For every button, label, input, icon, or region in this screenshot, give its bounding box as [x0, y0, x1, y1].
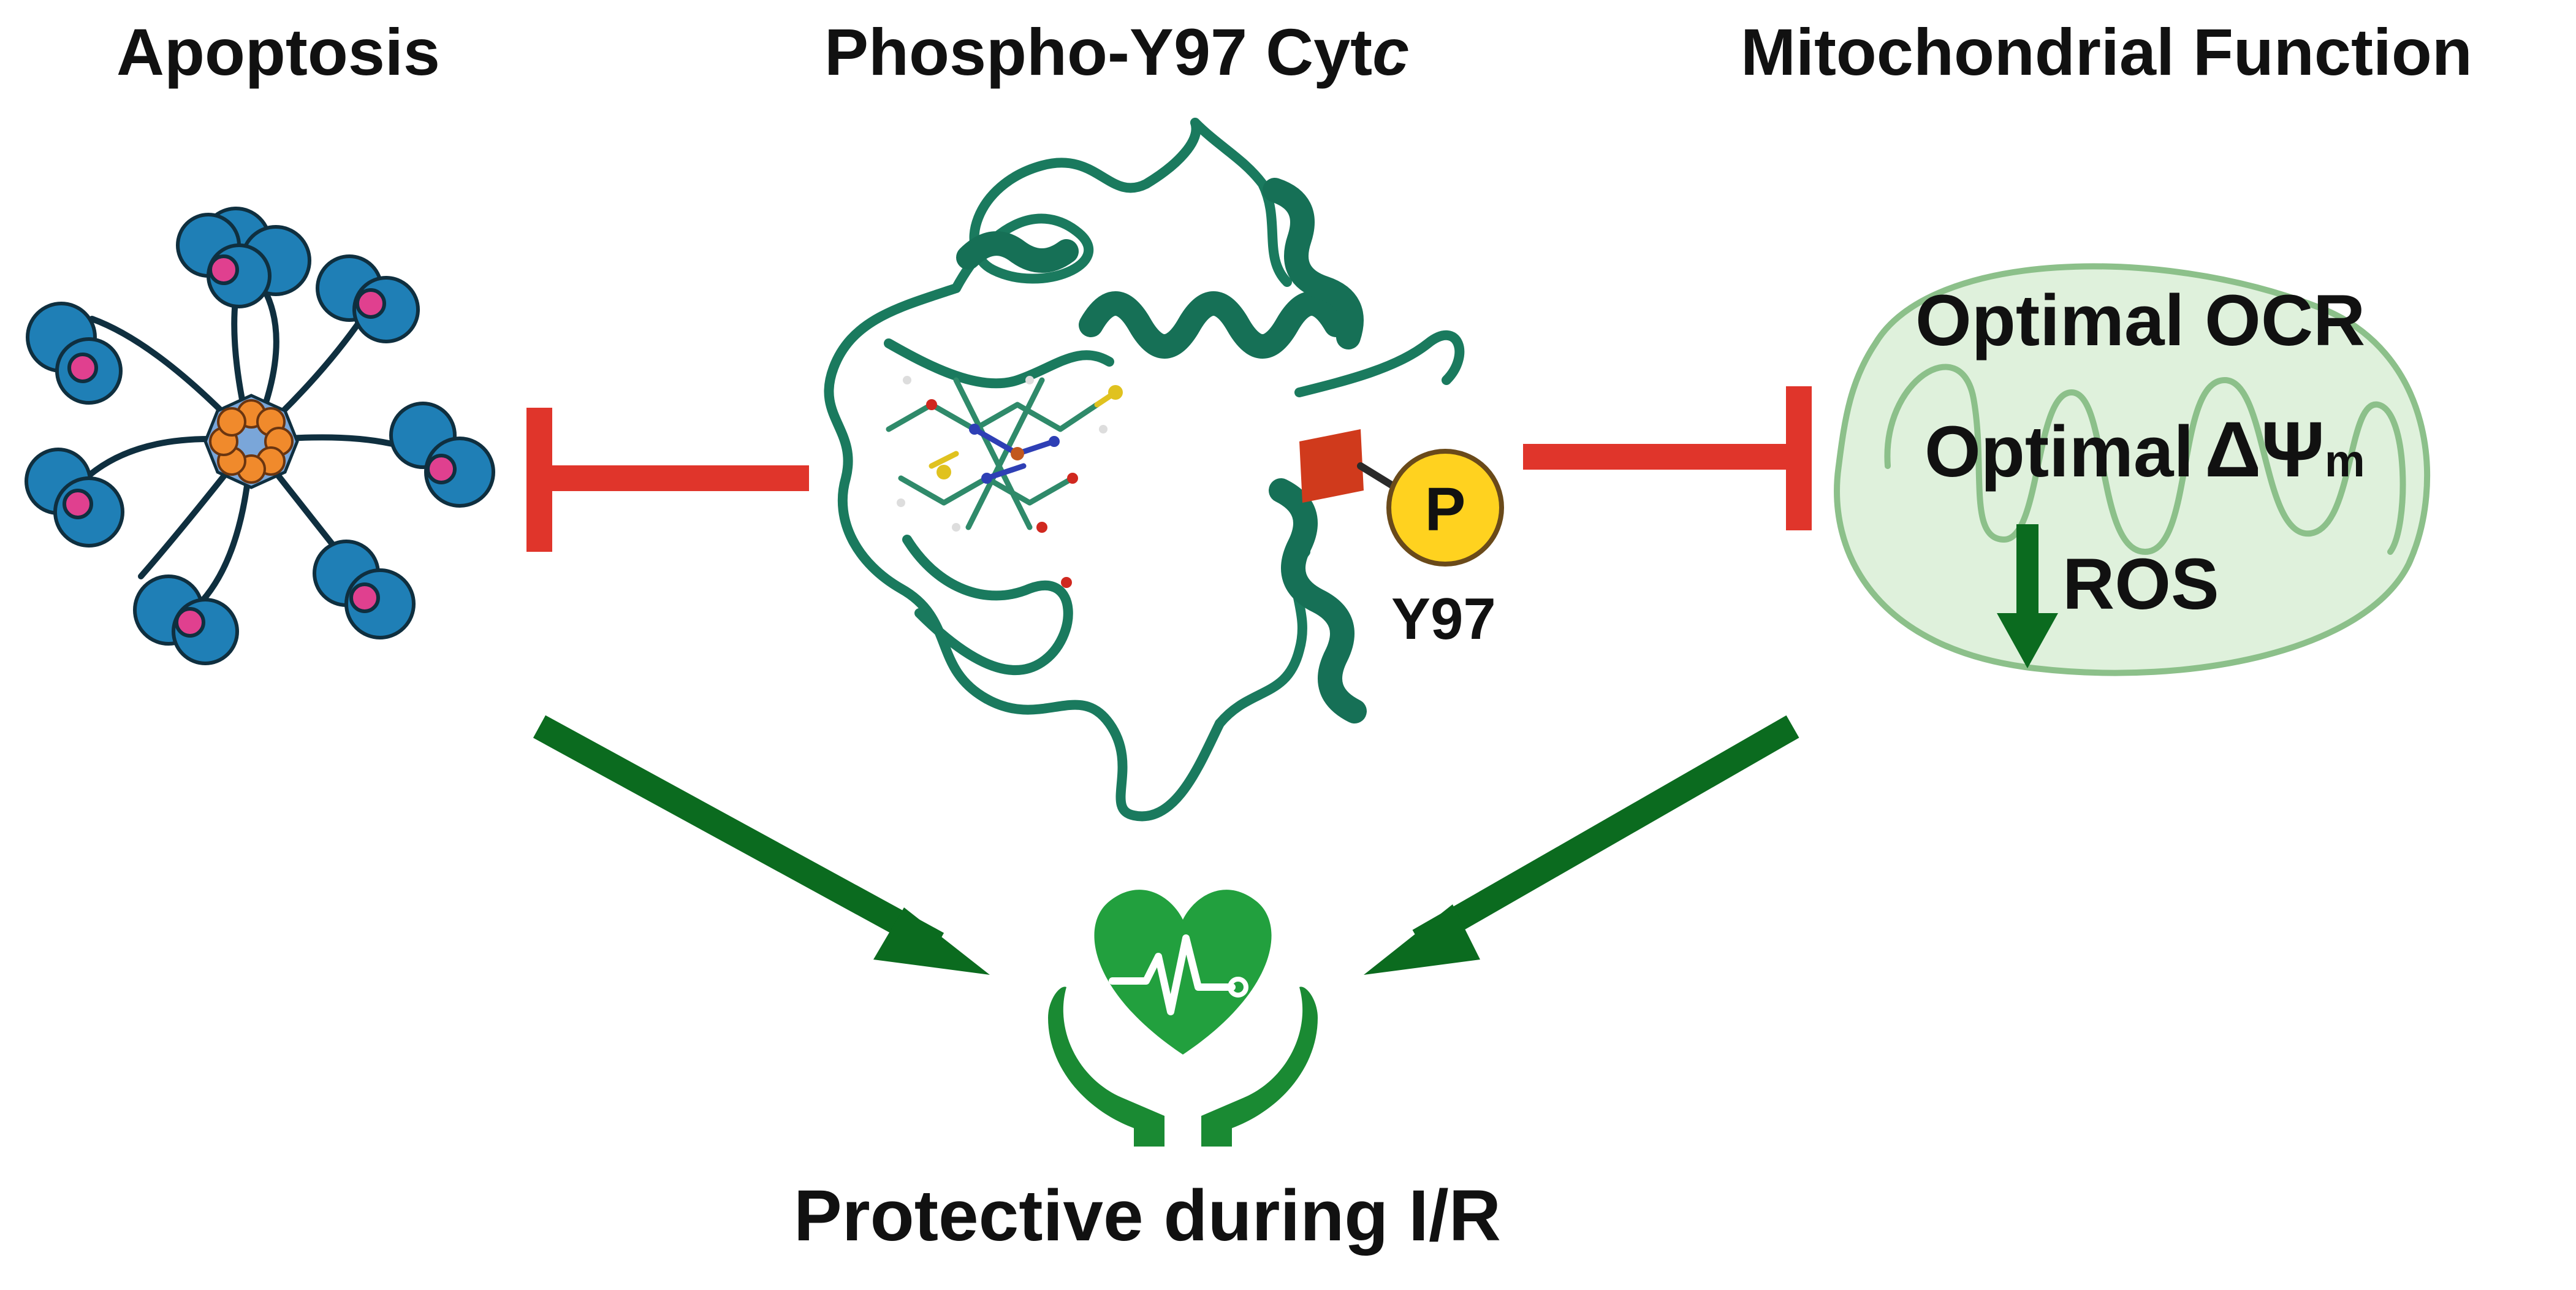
protective-outcome-label: Protective during I/R — [794, 1175, 1501, 1256]
heme-cluster — [886, 377, 1119, 530]
apaf-arm-4 — [26, 302, 123, 405]
mito-function-title: Mitochondrial Function — [1741, 15, 2472, 89]
ros-label: ROS — [2062, 544, 2219, 625]
phospho-cytc-title: Phospho-Y97 Cytc — [824, 13, 1409, 90]
cytochrome-c-structure-icon — [824, 118, 1465, 822]
mitochondrion-icon — [1834, 263, 2430, 676]
apaf-arm-8 — [133, 574, 239, 665]
apoptosis-to-protection-arrow — [533, 715, 990, 975]
dpsi-symbol: ΔΨ — [2205, 406, 2325, 494]
y97-residue-label: Y97 — [1391, 586, 1496, 652]
apaf-arm-6 — [25, 448, 124, 548]
phospho-badge-icon: P — [1386, 449, 1504, 567]
heme-atoms — [897, 376, 1123, 588]
protective-heart-hands-icon — [1048, 890, 1318, 1147]
inhibit-apoptosis-arrow — [526, 408, 809, 552]
mito-to-protection-arrow — [1364, 715, 1799, 975]
caspase-hub — [203, 394, 299, 489]
phospho-title-prefix: Phospho-Y97 Cyt — [824, 15, 1373, 89]
ros-decrease-arrow-icon — [1997, 524, 2058, 668]
y97-residue-segment — [1299, 429, 1364, 503]
apaf-arm-5 — [389, 402, 495, 508]
inhibit-mito-arrow — [1523, 386, 1812, 530]
phospho-title-italic: c — [1372, 15, 1410, 89]
dpsi-word: Optimal — [1924, 411, 2194, 492]
apoptosis-title: Apoptosis — [116, 15, 440, 89]
apaf-arm-7 — [313, 540, 416, 639]
phospho-badge-letter: P — [1425, 475, 1466, 544]
dpsi-subscript: m — [2324, 435, 2365, 486]
apaf-arm-3 — [316, 254, 420, 343]
apaf-arm-2 — [176, 213, 272, 308]
optimal-ocr-label: Optimal OCR — [1915, 280, 2366, 361]
apoptosome-icon — [25, 207, 495, 665]
